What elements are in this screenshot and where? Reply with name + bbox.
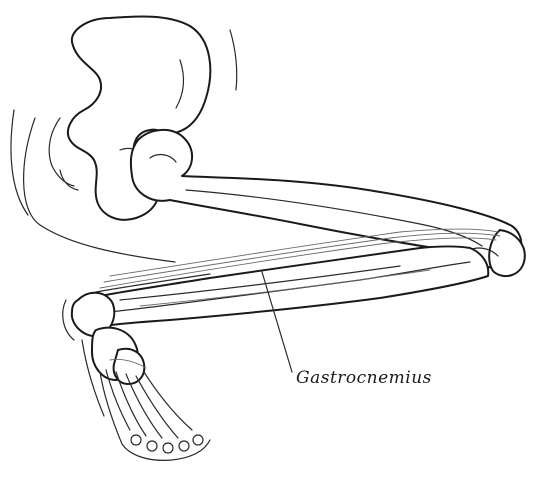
toes [131,435,203,453]
foot-bones [82,328,210,461]
muscle-label: Gastrocnemius [296,368,432,388]
